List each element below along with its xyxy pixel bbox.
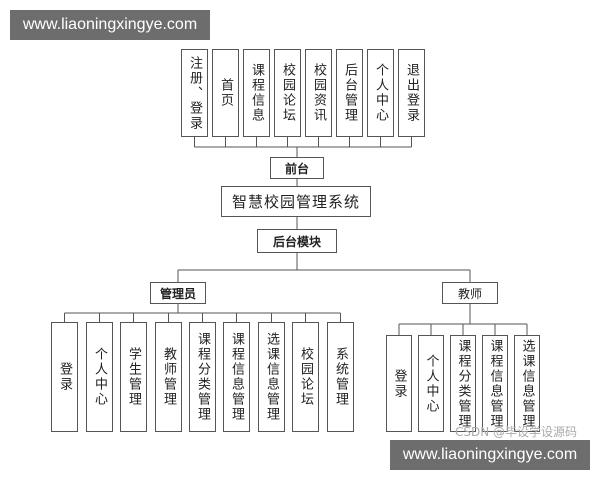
watermark-banner-bottom: www.liaoningxingye.com [390, 440, 590, 470]
admin-item-3: 教师管理 [155, 322, 182, 432]
top-item-1: 首页 [212, 49, 239, 137]
top-item-label: 校园资讯 [311, 63, 326, 123]
admin-item-label: 校园论坛 [298, 347, 313, 407]
top-item-label: 个人中心 [373, 63, 388, 123]
top-item-label: 退出登录 [404, 63, 419, 123]
admin-item-8: 系统管理 [327, 322, 354, 432]
teacher-box: 教师 [442, 282, 498, 304]
teacher-item-1: 个人中心 [418, 335, 444, 432]
top-item-label: 校园论坛 [280, 63, 295, 123]
watermark-banner-top: www.liaoningxingye.com [10, 10, 210, 40]
top-item-5: 后台管理 [336, 49, 363, 137]
system-box: 智慧校园管理系统 [221, 186, 371, 217]
admin-item-2: 学生管理 [120, 322, 147, 432]
csdn-watermark: CSDN @毕设学设源码 [455, 425, 578, 439]
admin-item-label: 教师管理 [161, 347, 176, 407]
top-item-2: 课程信息 [243, 49, 270, 137]
top-item-6: 个人中心 [367, 49, 394, 137]
admin-item-5: 课程信息管理 [223, 322, 250, 432]
teacher-item-label: 课程分类管理 [455, 338, 471, 429]
teacher-item-2: 课程分类管理 [450, 335, 476, 432]
top-item-4: 校园资讯 [305, 49, 332, 137]
admin-box: 管理员 [150, 282, 206, 304]
admin-item-label: 个人中心 [92, 347, 107, 407]
top-item-0: 注册、登录 [181, 49, 208, 137]
houtai-box: 后台模块 [257, 229, 337, 253]
admin-item-label: 登录 [57, 362, 72, 392]
admin-item-label: 课程分类管理 [195, 332, 210, 422]
top-item-label: 课程信息 [249, 63, 264, 123]
teacher-item-4: 选课信息管理 [514, 335, 540, 432]
teacher-item-label: 个人中心 [423, 353, 439, 414]
admin-item-6: 选课信息管理 [258, 322, 285, 432]
teacher-item-label: 选课信息管理 [519, 338, 535, 429]
admin-item-label: 学生管理 [126, 347, 141, 407]
admin-item-4: 课程分类管理 [189, 322, 216, 432]
teacher-item-label: 登录 [391, 368, 407, 399]
teacher-item-0: 登录 [386, 335, 412, 432]
top-item-7: 退出登录 [398, 49, 425, 137]
teacher-item-3: 课程信息管理 [482, 335, 508, 432]
top-item-label: 注册、登录 [187, 55, 202, 131]
admin-item-label: 课程信息管理 [229, 332, 244, 422]
top-item-label: 首页 [218, 78, 233, 108]
teacher-item-label: 课程信息管理 [487, 338, 503, 429]
admin-item-0: 登录 [51, 322, 78, 432]
admin-item-7: 校园论坛 [292, 322, 319, 432]
admin-item-label: 系统管理 [333, 347, 348, 407]
top-item-label: 后台管理 [342, 63, 357, 123]
admin-item-1: 个人中心 [86, 322, 113, 432]
top-item-3: 校园论坛 [274, 49, 301, 137]
admin-item-label: 选课信息管理 [264, 332, 279, 422]
qiantai-box: 前台 [270, 157, 324, 179]
